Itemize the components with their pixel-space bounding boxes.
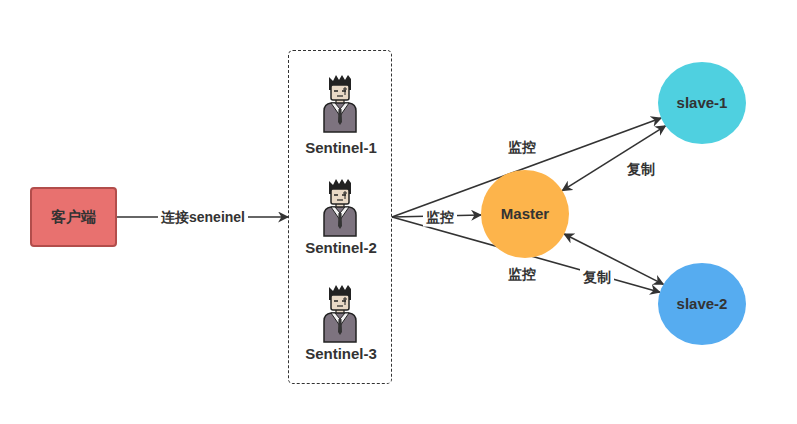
connector-arrow	[562, 126, 665, 191]
master-circle: Master	[481, 170, 569, 258]
sentinel-icon	[324, 179, 356, 236]
sentinel-group: Sentinel-1Sentinel-2Sentinel-3	[288, 50, 392, 384]
sentinel-label: Sentinel-1	[293, 136, 389, 160]
edge-label: 监控	[505, 138, 539, 157]
edge-label: 复制	[580, 268, 614, 287]
sentinel-icon	[324, 285, 356, 342]
edge-label: 监控	[505, 265, 539, 284]
sentinel-label: Sentinel-2	[293, 236, 389, 260]
edge-label: 监控	[423, 208, 457, 227]
node-text: slave-1	[677, 94, 728, 112]
node-text: Sentinel-2	[305, 239, 377, 257]
node-text: 客户端	[51, 208, 96, 226]
node-text: Master	[501, 205, 549, 223]
node-text: slave-2	[677, 295, 728, 313]
client-box: 客户端	[30, 187, 117, 247]
edge-label: 复制	[624, 160, 658, 179]
node-text: Sentinel-1	[305, 139, 377, 157]
ellipse-shape	[658, 263, 746, 345]
node-text: Sentinel-3	[305, 345, 377, 363]
slave-circle: slave-1	[658, 62, 746, 144]
sentinel-label: Sentinel-3	[293, 342, 389, 366]
slave-circle: slave-2	[658, 263, 746, 345]
ellipse-shape	[658, 62, 746, 144]
sentinel-icon	[324, 75, 356, 132]
ellipse-shape	[481, 170, 569, 258]
edge-label: 连接seneinel	[158, 208, 248, 227]
